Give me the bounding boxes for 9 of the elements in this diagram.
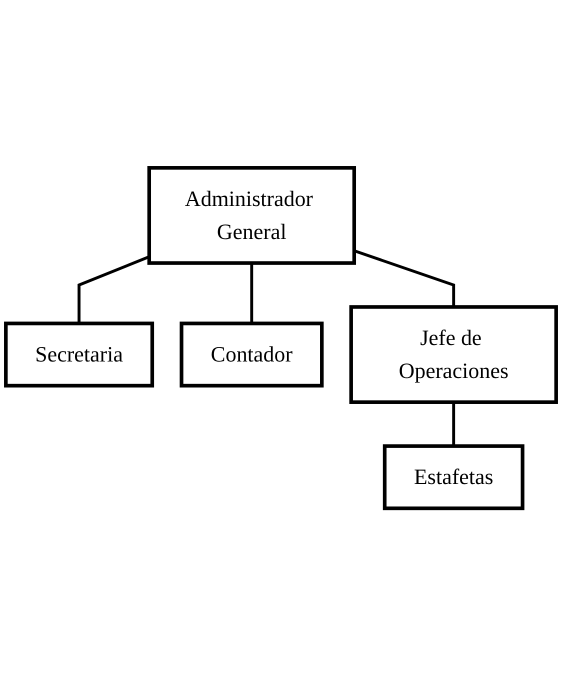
connector [250, 262, 254, 324]
connector [354, 249, 456, 307]
node-box: Estafetas [382, 444, 524, 510]
connector [452, 402, 456, 446]
node-box: Contador [180, 322, 324, 388]
connector [78, 255, 150, 324]
node-box: Administrador General [147, 166, 356, 265]
node-box: Secretaria [4, 322, 154, 388]
node-box: Jefe de Operaciones [349, 305, 558, 404]
